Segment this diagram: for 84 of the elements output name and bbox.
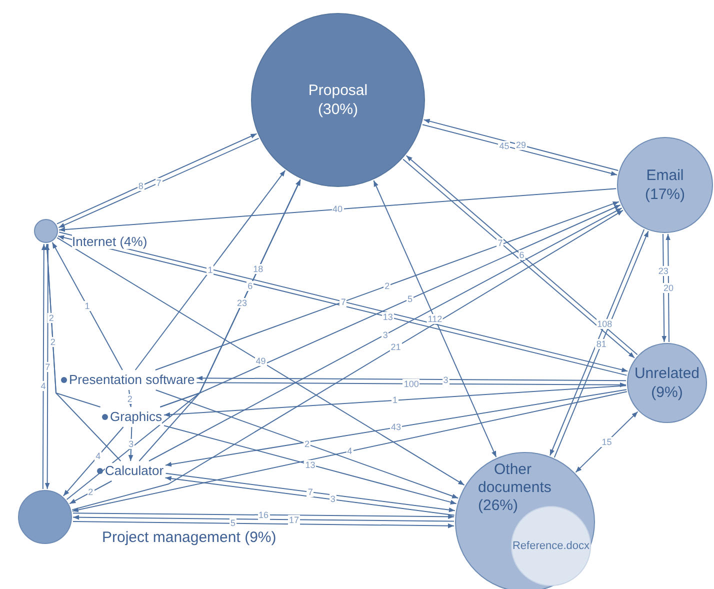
arrow: [164, 425, 457, 504]
edge-label: 43: [390, 422, 402, 432]
edge-label: 8: [137, 180, 144, 191]
arrow: [41, 244, 46, 490]
edge-label: 29: [514, 140, 527, 150]
edge-label: 4: [40, 381, 47, 392]
arrow: [72, 521, 454, 528]
edge-label: 49: [254, 356, 267, 366]
arrow: [56, 237, 465, 486]
arrow: [373, 180, 497, 458]
arrow: [165, 389, 627, 467]
edge-label: 7: [340, 296, 347, 307]
arrow: [52, 242, 123, 370]
edge-label: 15: [600, 437, 613, 447]
edge-label: 2: [48, 313, 55, 324]
node-label: Graphics: [110, 409, 162, 425]
arrow: [575, 411, 638, 473]
arrow: [666, 234, 670, 342]
edge-label: 2: [126, 394, 134, 404]
arrow: [72, 514, 454, 522]
node-label: Email (17%): [644, 166, 686, 204]
edge-label: 1: [392, 395, 399, 406]
arrow: [155, 390, 459, 499]
arrow: [72, 210, 624, 510]
edge-label: 23: [657, 266, 670, 276]
arrow: [44, 244, 122, 462]
arrow: [128, 426, 134, 462]
edge-label: 13: [304, 460, 316, 470]
arrow: [62, 426, 124, 496]
edge-label: 17: [288, 514, 300, 525]
edge-label: 3: [442, 374, 450, 385]
arrow: [58, 188, 617, 232]
edge-label: 18: [252, 264, 264, 274]
node-label: Other documents (26%): [478, 461, 552, 515]
edge-label: 7: [306, 486, 314, 497]
arrow: [148, 208, 622, 462]
edge-label: 21: [390, 342, 402, 352]
edge-label: 6: [246, 281, 254, 292]
edge-label: 2: [87, 487, 94, 498]
node-label: Proposal (30%): [307, 80, 369, 120]
edge-label: 3: [128, 439, 135, 449]
edge-label: 108: [596, 319, 614, 330]
arrow: [164, 385, 627, 418]
arrow: [160, 204, 621, 408]
arrow: [423, 118, 619, 171]
edge-label: 45: [498, 140, 510, 151]
node-label: Unrelated (9%): [633, 364, 701, 402]
edge-label: 7: [496, 238, 504, 248]
edge-label: 2: [49, 337, 56, 348]
edge-label: 1: [206, 265, 214, 276]
arrow: [72, 391, 628, 512]
edge-label: 23: [236, 298, 248, 308]
arrow: [72, 512, 455, 520]
edge-label: 3: [382, 330, 389, 340]
arrow: [154, 201, 620, 370]
edge-label: 40: [332, 204, 344, 214]
edge-label: 2: [384, 280, 391, 291]
edge-label: 81: [595, 339, 608, 350]
edge-label: 7: [155, 178, 162, 188]
edge-label: 16: [258, 510, 270, 520]
edge-label: 4: [94, 450, 102, 461]
node-label: Internet (4%): [72, 234, 148, 249]
edge-label: 6: [518, 250, 526, 260]
arrow: [196, 382, 626, 388]
arrow: [66, 179, 301, 500]
node-label: Project management (9%): [102, 529, 276, 546]
edge-label: 20: [662, 282, 674, 293]
edge-label: 5: [229, 518, 236, 528]
arrow: [422, 124, 618, 176]
arrow: [196, 376, 626, 382]
arrow: [69, 480, 112, 504]
edge-label: 4: [346, 446, 354, 456]
arrow: [44, 244, 50, 490]
edge-label: 1: [84, 301, 91, 312]
edge-label: 100: [402, 378, 420, 389]
arrow: [134, 170, 286, 370]
edge-label: 13: [382, 312, 394, 322]
arrow: [662, 234, 667, 342]
edge-label: 2: [303, 439, 310, 450]
edge-label: 5: [406, 294, 414, 304]
edge-label: 3: [329, 494, 336, 504]
node-label: Reference.docx: [512, 538, 590, 554]
edge-label: 112: [426, 314, 444, 324]
edge-label: 7: [44, 362, 52, 372]
